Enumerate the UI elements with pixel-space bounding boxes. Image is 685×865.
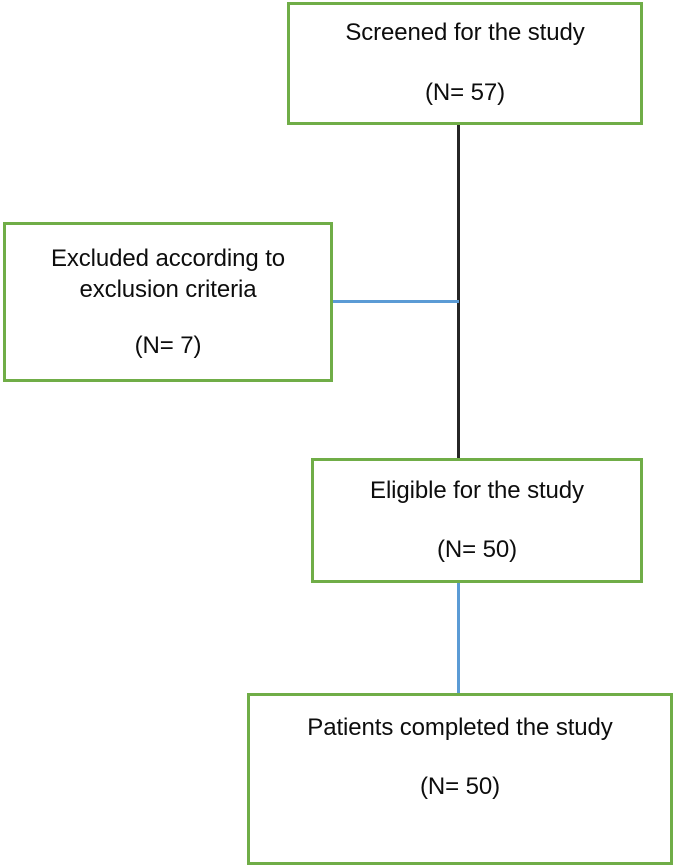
node-eligible-title: Eligible for the study [370,477,584,504]
node-excluded-title: Excluded according to exclusion criteria [50,245,286,304]
node-excluded-count: (N= 7) [134,332,202,360]
node-completed-count: (N= 50) [420,773,500,801]
connector-excluded-branch [333,300,459,303]
node-excluded-criteria: Excluded according to exclusion criteria… [3,222,333,382]
node-screened-title: Screened for the study [345,19,585,46]
node-eligible-for-study: Eligible for the study (N= 50) [311,458,643,583]
connector-eligible-to-completed [457,583,460,693]
node-eligible-count: (N= 50) [437,536,517,564]
connector-screened-to-eligible [457,125,460,458]
node-screened-for-study: Screened for the study (N= 57) [287,2,643,125]
node-patients-completed: Patients completed the study (N= 50) [247,693,673,865]
node-screened-count: (N= 57) [425,79,505,107]
node-completed-title: Patients completed the study [307,714,613,741]
